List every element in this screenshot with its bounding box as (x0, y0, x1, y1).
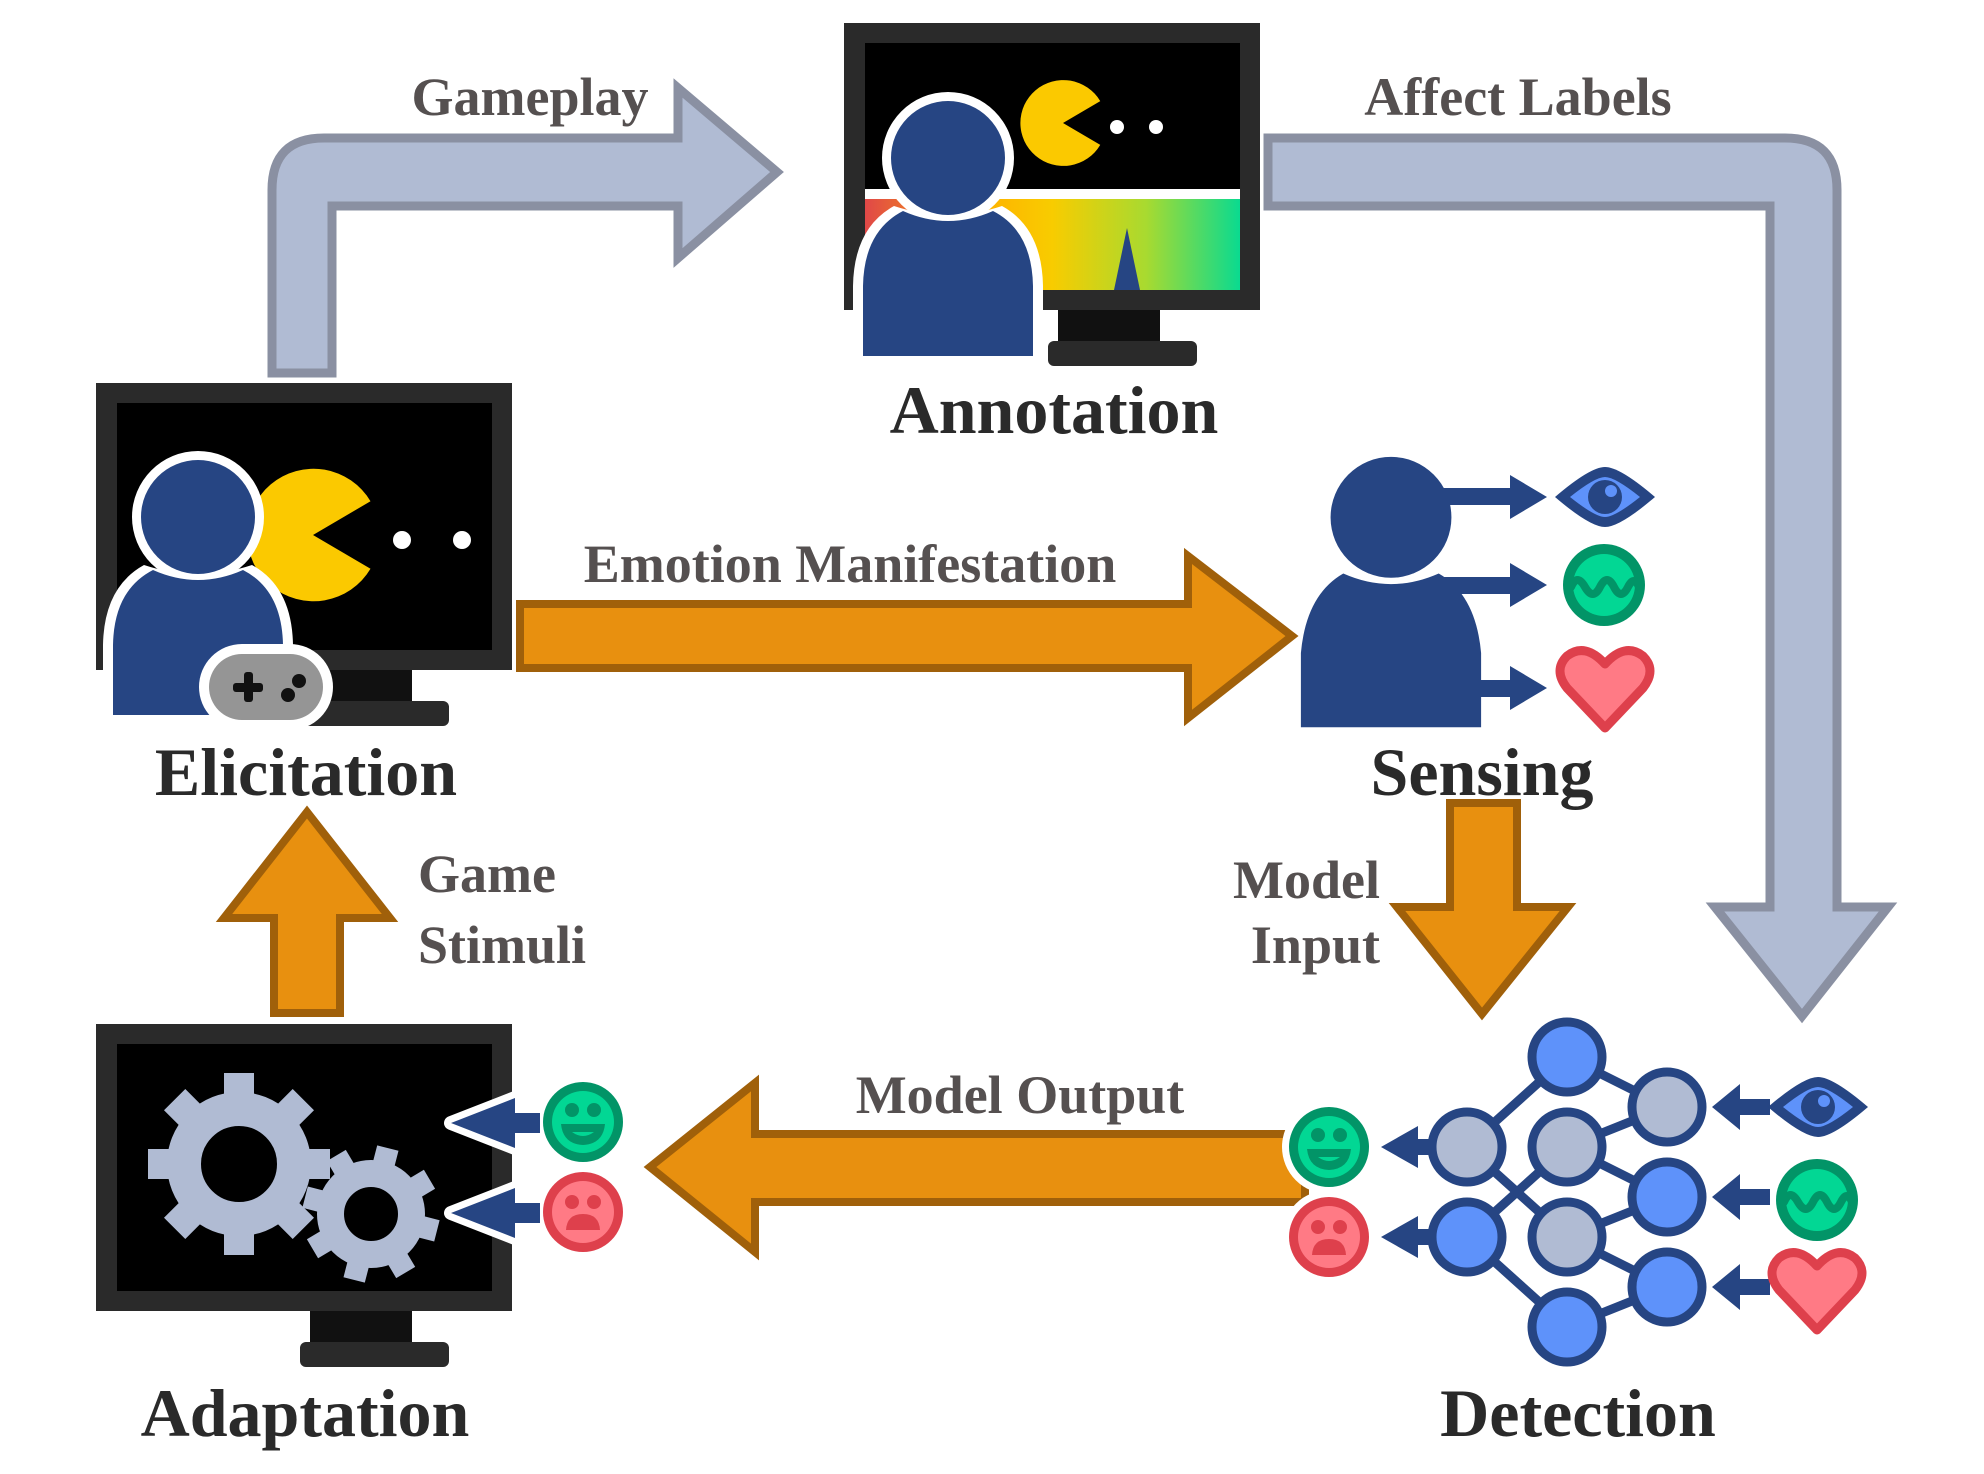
emotion-manifestation-arrow (516, 547, 1299, 727)
game-stimuli-arrow (215, 805, 399, 1017)
network-node-inactive (1527, 1107, 1607, 1187)
flow-label-game-stimuli-line2: Stimuli (418, 915, 586, 975)
network-node-inactive (1627, 1067, 1707, 1147)
flow-label-affect-labels: Affect Labels (1364, 67, 1671, 127)
gamepad-icon (199, 644, 333, 730)
sad-face-icon (543, 1172, 623, 1252)
annotation-trace-marker (1114, 228, 1140, 290)
sad-face-icon (1289, 1197, 1369, 1277)
gear-icon (317, 1160, 425, 1268)
flow-label-model-input-line1: Model (1233, 850, 1380, 910)
pellet-icon (453, 531, 471, 549)
heart-icon (1772, 1253, 1862, 1330)
network-node-active (1627, 1157, 1707, 1237)
gears-icon (148, 1073, 440, 1283)
heart-icon (1560, 651, 1650, 728)
arrow-from-eye (1712, 1084, 1770, 1130)
elicitation-monitor (96, 383, 512, 726)
signal-wave-icon (1776, 1159, 1858, 1241)
arrow-from-happy (451, 1098, 540, 1148)
detection-output-arrows (1381, 1126, 1430, 1258)
arrow-from-signal (1712, 1174, 1770, 1220)
pellet-icon (393, 531, 411, 549)
network-node-active (1527, 1287, 1607, 1367)
flow-label-gameplay: Gameplay (412, 67, 649, 127)
arrow-to-eye (1443, 475, 1547, 519)
stage-label-elicitation: Elicitation (155, 734, 457, 810)
model-output-arrow (643, 1074, 1309, 1261)
gameplay-arrow (267, 78, 784, 378)
stage-label-sensing: Sensing (1371, 734, 1594, 810)
stage-label-detection: Detection (1440, 1375, 1716, 1451)
arrow-to-signal (1434, 563, 1547, 607)
flow-label-emotion-manifestation: Emotion Manifestation (584, 534, 1117, 594)
gear-icon (167, 1092, 311, 1236)
flow-label-game-stimuli-line1: Game (418, 844, 556, 904)
model-input-arrow (1388, 799, 1577, 1021)
flow-label-model-output: Model Output (856, 1065, 1185, 1125)
network-node-active (1627, 1247, 1707, 1327)
stage-label-annotation: Annotation (890, 372, 1219, 448)
adaptation-monitor (96, 1024, 512, 1367)
eye-icon (1555, 467, 1655, 527)
network-node-active (1427, 1197, 1507, 1277)
network-node-active (1527, 1017, 1607, 1097)
happy-face-icon (543, 1082, 623, 1162)
eye-icon (1768, 1077, 1868, 1137)
flow-label-model-input-line2: Input (1251, 915, 1380, 975)
happy-face-icon (1289, 1107, 1369, 1187)
arrow-from-sad (451, 1188, 540, 1238)
signal-wave-icon (1563, 544, 1645, 626)
arrow-to-sad (1381, 1216, 1430, 1258)
arrow-to-heart (1473, 666, 1547, 710)
adaptation-input-arrows (444, 1091, 547, 1245)
pellet-icon (1149, 120, 1163, 134)
stage-label-adaptation: Adaptation (141, 1375, 470, 1451)
pellet-icon (1110, 120, 1124, 134)
arrow-from-heart (1712, 1264, 1770, 1310)
network-node-inactive (1527, 1197, 1607, 1277)
arrow-to-happy (1381, 1126, 1430, 1168)
sensing-arrows (1434, 475, 1547, 710)
affect-labels-arrow (1263, 133, 1898, 1024)
detection-input-arrows (1712, 1084, 1770, 1310)
network-node-inactive (1427, 1107, 1507, 1187)
neural-network-icon (1427, 1017, 1707, 1367)
